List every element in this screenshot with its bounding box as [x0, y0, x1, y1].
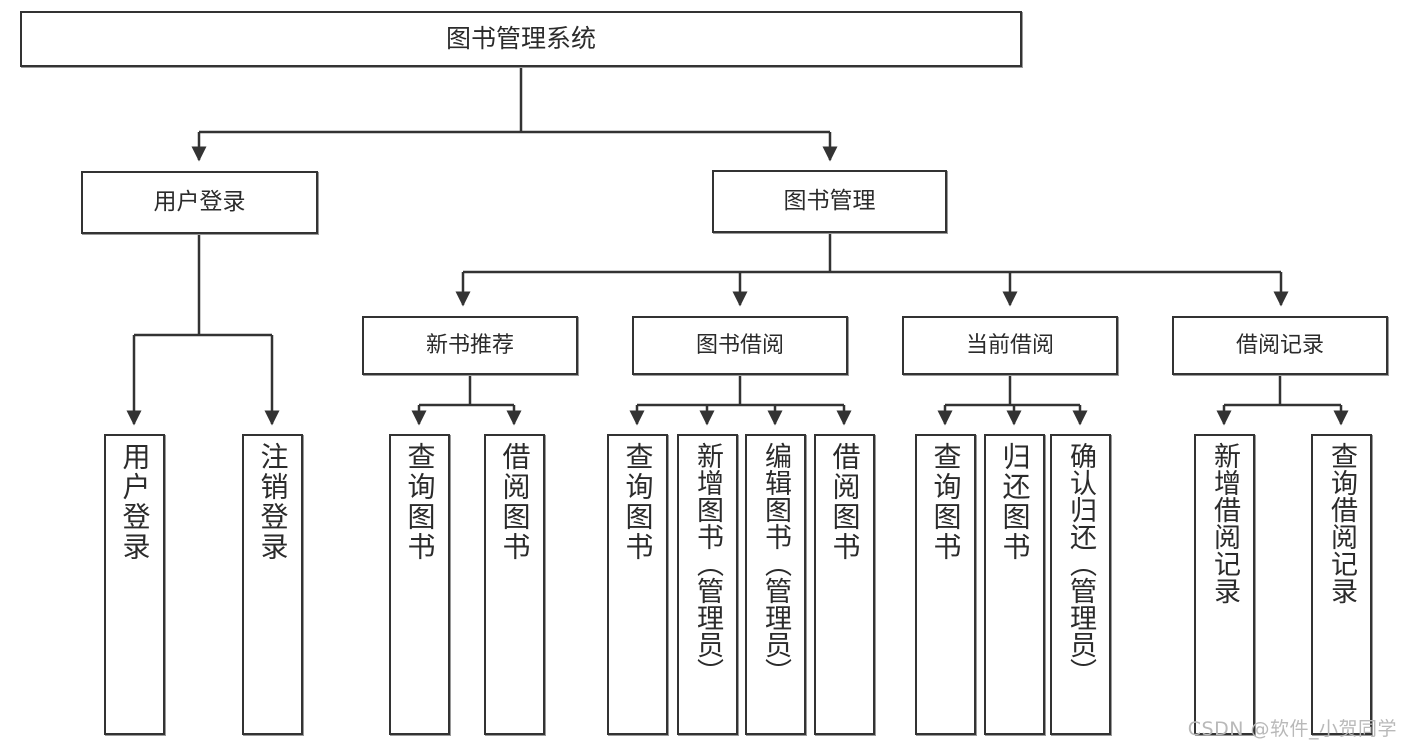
node-label: 当前借阅 — [965, 332, 1054, 358]
node-label: 编辑图书（管理员） — [760, 442, 791, 685]
node-book-borrow[interactable]: 图书借阅 — [632, 316, 848, 375]
leaf-logout[interactable]: 注销登录 — [242, 434, 303, 735]
node-label: 查询图书 — [403, 442, 437, 562]
node-label: 注销登录 — [256, 442, 290, 562]
leaf-query-book-recommend[interactable]: 查询图书 — [389, 434, 450, 735]
node-label: 新书推荐 — [425, 332, 514, 358]
node-label: 归还图书 — [998, 442, 1032, 562]
node-current-borrow[interactable]: 当前借阅 — [902, 316, 1118, 375]
node-user-login[interactable]: 用户登录 — [81, 171, 318, 234]
leaf-query-book-current[interactable]: 查询图书 — [915, 434, 976, 735]
node-label: 新增图书（管理员） — [692, 442, 723, 685]
leaf-edit-book-admin[interactable]: 编辑图书（管理员） — [745, 434, 806, 735]
node-label: 借阅记录 — [1235, 332, 1324, 358]
leaf-return-book[interactable]: 归还图书 — [984, 434, 1045, 735]
watermark-text: CSDN @软件_小贺同学 — [1187, 718, 1397, 740]
node-label: 查询图书 — [621, 442, 655, 562]
node-borrow-record[interactable]: 借阅记录 — [1172, 316, 1388, 375]
node-new-book-recommend[interactable]: 新书推荐 — [362, 316, 578, 375]
node-label: 图书管理系统 — [445, 24, 596, 54]
node-root-system[interactable]: 图书管理系统 — [20, 11, 1022, 67]
leaf-user-login[interactable]: 用户登录 — [104, 434, 165, 735]
node-label: 确认归还（管理员） — [1065, 442, 1096, 685]
leaf-query-book-borrow[interactable]: 查询图书 — [607, 434, 668, 735]
node-label: 新增借阅记录 — [1209, 442, 1240, 604]
node-label: 用户登录 — [118, 442, 152, 562]
leaf-borrow-book[interactable]: 借阅图书 — [814, 434, 875, 735]
node-book-management[interactable]: 图书管理 — [712, 170, 947, 233]
node-label: 借阅图书 — [828, 442, 862, 562]
leaf-borrow-book-recommend[interactable]: 借阅图书 — [484, 434, 545, 735]
node-label: 查询借阅记录 — [1326, 442, 1357, 604]
node-label: 图书管理 — [783, 187, 876, 214]
leaf-add-borrow-record[interactable]: 新增借阅记录 — [1194, 434, 1255, 735]
node-label: 借阅图书 — [498, 442, 532, 562]
leaf-query-borrow-record[interactable]: 查询借阅记录 — [1311, 434, 1372, 735]
leaf-confirm-return-admin[interactable]: 确认归还（管理员） — [1050, 434, 1111, 735]
leaf-add-book-admin[interactable]: 新增图书（管理员） — [677, 434, 738, 735]
node-label: 用户登录 — [153, 188, 246, 215]
node-label: 图书借阅 — [695, 332, 784, 358]
node-label: 查询图书 — [929, 442, 963, 562]
